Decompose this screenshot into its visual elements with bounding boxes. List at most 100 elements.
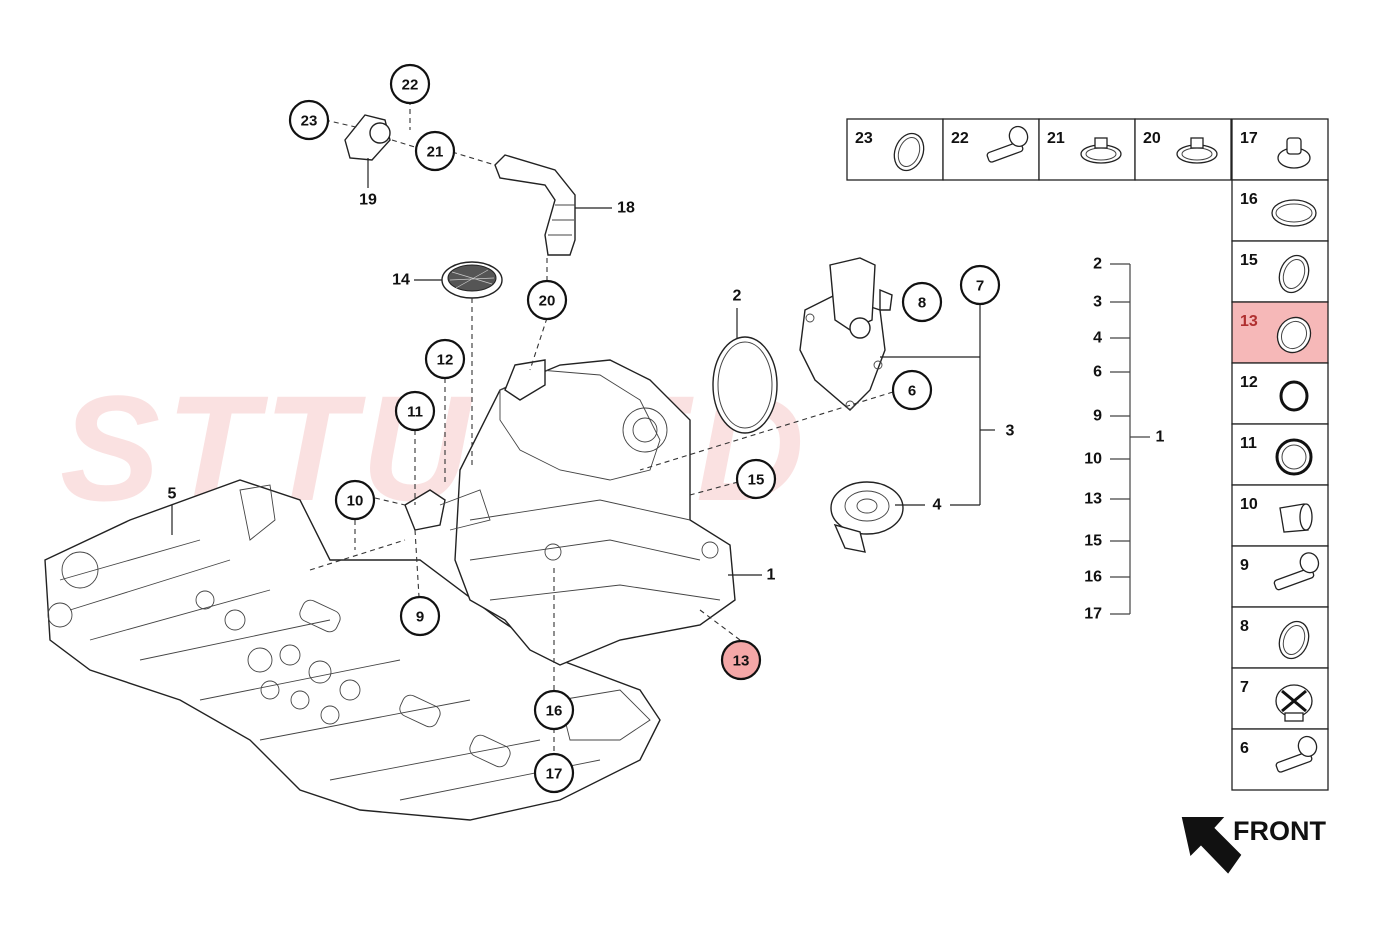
callout-circle xyxy=(735,458,777,500)
table-cell-15: 15 xyxy=(1231,240,1329,303)
table-cell-number: 6 xyxy=(1240,740,1249,757)
callout-number: 9 xyxy=(416,609,424,626)
part-label-18: 18 xyxy=(617,200,635,217)
table-cell-22: 22 xyxy=(942,118,1040,181)
callout-number: 21 xyxy=(427,144,444,161)
engine-block-drawing xyxy=(44,479,661,821)
part-label-5: 5 xyxy=(168,486,177,503)
part-label-3: 3 xyxy=(1006,423,1015,440)
table-cell-bg xyxy=(942,118,1040,181)
callout-7: 7 xyxy=(959,264,1001,306)
leader-lines xyxy=(171,100,995,755)
hose-drawing xyxy=(494,154,576,256)
callout-number: 13 xyxy=(733,653,750,670)
table-cell-number: 12 xyxy=(1240,374,1258,391)
table-cell-17: 17 xyxy=(1231,118,1329,181)
table-cell-6: 6 xyxy=(1231,728,1329,791)
callout-circle xyxy=(891,369,933,411)
part-label-4: 4 xyxy=(933,497,942,514)
table-cell-12: 12 xyxy=(1231,362,1329,425)
table-cell-number: 9 xyxy=(1240,557,1249,574)
table-cell-number: 16 xyxy=(1240,191,1258,208)
callout-9: 9 xyxy=(399,595,441,637)
callout-20: 20 xyxy=(526,279,568,321)
callout-circle xyxy=(288,99,330,141)
table-cell-16: 16 xyxy=(1231,179,1329,242)
callout-number: 20 xyxy=(539,293,556,310)
thermostat-housing-drawing xyxy=(799,257,893,411)
callout-15: 15 xyxy=(735,458,777,500)
table-cell-number: 8 xyxy=(1240,618,1249,635)
callout-circle xyxy=(399,595,441,637)
part-8-icon xyxy=(1278,620,1310,660)
callout-number: 16 xyxy=(546,703,563,720)
callout-circle xyxy=(526,279,568,321)
callout-number: 11 xyxy=(407,404,423,421)
table-cell-bg xyxy=(1231,423,1329,486)
table-cell-number: 23 xyxy=(855,130,873,147)
callout-23: 23 xyxy=(288,99,330,141)
callout-number: 15 xyxy=(748,472,765,489)
bracket-item-4: 4 xyxy=(1093,330,1102,347)
front-indicator: FRONT xyxy=(1181,816,1326,874)
callout-circle xyxy=(424,338,466,380)
bracket-item-10: 10 xyxy=(1084,451,1102,468)
callout-circle xyxy=(334,479,376,521)
callout-13: 13 xyxy=(720,639,762,681)
callout-number: 23 xyxy=(301,113,318,130)
callout-circle xyxy=(901,281,943,323)
bracket-group-label: 1 xyxy=(1156,429,1165,446)
table-cell-23: 23 xyxy=(846,118,944,181)
table-cell-bg xyxy=(1231,484,1329,547)
table-cell-number: 13 xyxy=(1240,313,1258,330)
callouts: 22 23 21 20 12 11 10 9 16 17 13 15 87 6 xyxy=(288,63,1001,794)
part-9-icon xyxy=(1273,552,1320,591)
table-cell-number: 17 xyxy=(1240,130,1258,147)
part-20-icon xyxy=(1176,137,1218,164)
table-cell-bg xyxy=(1231,118,1329,181)
part-22-icon xyxy=(986,125,1029,163)
table-cell-10: 10 xyxy=(1231,484,1329,547)
callout-number: 22 xyxy=(402,77,419,94)
callout-number: 10 xyxy=(347,493,364,510)
bracket-item-6: 6 xyxy=(1093,364,1102,381)
table-cell-number: 21 xyxy=(1047,130,1065,147)
part-13-icon xyxy=(1276,316,1312,354)
table-cell-9: 9 xyxy=(1231,545,1329,608)
housing-drawing xyxy=(404,359,736,666)
callout-6: 6 xyxy=(891,369,933,411)
part-label-19: 19 xyxy=(359,192,377,209)
table-cell-number: 11 xyxy=(1240,435,1257,452)
table-cell-11: 11 xyxy=(1231,423,1329,486)
callout-circle xyxy=(414,130,456,172)
screen-drawing xyxy=(441,261,503,299)
part-label-1: 1 xyxy=(767,567,776,584)
front-label: FRONT xyxy=(1233,816,1326,846)
part-7-icon xyxy=(1275,684,1313,722)
bracket-item-9: 9 xyxy=(1093,408,1102,425)
callout-circle xyxy=(394,390,436,432)
callout-17: 17 xyxy=(533,752,575,794)
part-15-icon xyxy=(1278,254,1310,294)
callout-circle xyxy=(959,264,1001,306)
callout-12: 12 xyxy=(424,338,466,380)
callout-number: 6 xyxy=(908,383,916,400)
part-16-icon xyxy=(1271,199,1317,227)
callout-circle xyxy=(720,639,762,681)
callout-circle xyxy=(533,689,575,731)
flange-drawing xyxy=(344,114,391,161)
table-cell-8: 8 xyxy=(1231,606,1329,669)
callout-8: 8 xyxy=(901,281,943,323)
table-cell-20: 20 xyxy=(1134,118,1232,181)
callout-11: 11 xyxy=(394,390,436,432)
table-cell-21: 21 xyxy=(1038,118,1136,181)
table-cell-number: 10 xyxy=(1240,496,1258,513)
front-arrow-icon xyxy=(1181,817,1242,874)
callout-circle xyxy=(533,752,575,794)
part-12-icon xyxy=(1279,380,1309,412)
